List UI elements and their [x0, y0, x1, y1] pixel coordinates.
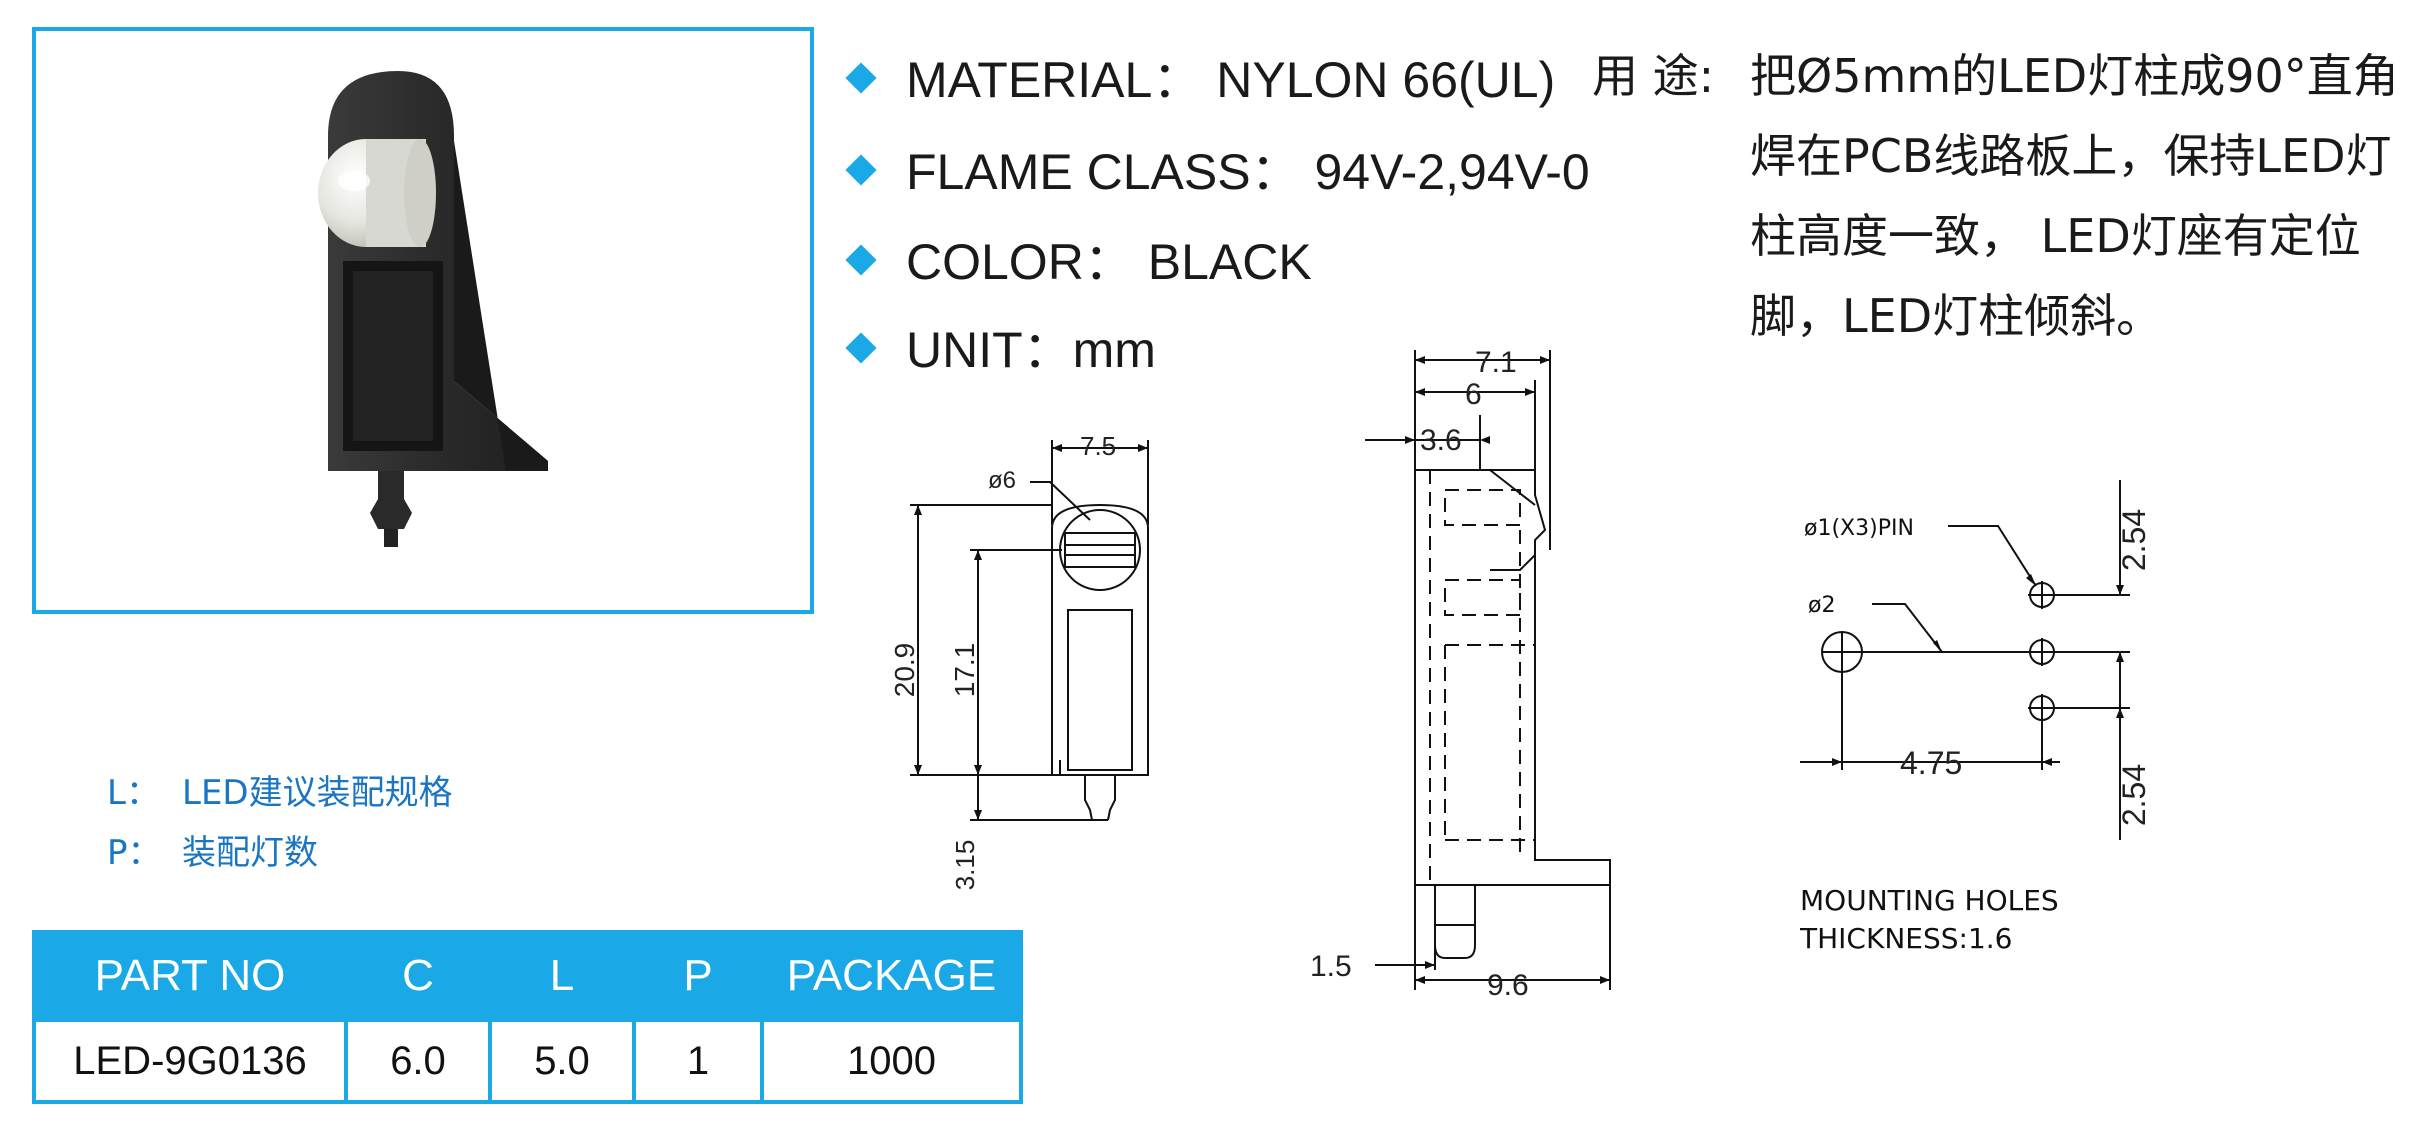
- front-pin-label: 3.15: [950, 840, 980, 891]
- diamond-bullet-icon: [845, 62, 877, 94]
- side-bottom-label: 9.6: [1487, 969, 1529, 1002]
- legend-l: L：LED建议装配规格: [107, 773, 453, 813]
- spec-label: UNIT: [906, 322, 1023, 378]
- mounting-holes-drawing: ø1(X3)PIN ø2 2.54 2.54 4.75 MOUNTING HOL…: [1800, 480, 2152, 955]
- legend-p: P：装配灯数: [107, 833, 318, 873]
- pitch-top-label: 2.54: [2116, 509, 2152, 571]
- spec-label: FLAME CLASS: [906, 144, 1251, 200]
- product-photo-frame: [32, 27, 814, 614]
- side-top1-label: 7.1: [1475, 346, 1517, 379]
- table-header-row: PART NO C L P PACKAGE: [32, 930, 1023, 1022]
- side-top3-label: 3.6: [1420, 424, 1462, 457]
- front-width-label: 7.5: [1080, 431, 1116, 461]
- side-top2-label: 6: [1465, 378, 1482, 411]
- hole-label: ø2: [1808, 593, 1835, 618]
- cell-package: 1000: [760, 1018, 1023, 1104]
- pitch-bottom-label: 2.54: [2116, 764, 2152, 826]
- offset-label: 4.75: [1900, 745, 1962, 781]
- side-view-drawing: 7.1 6 3.6 1.5 9.6: [1310, 346, 1611, 1002]
- header-c: C: [344, 930, 492, 1022]
- diamond-bullet-icon: [845, 332, 877, 364]
- spec-value: 94V-2,94V-0: [1314, 144, 1590, 200]
- front-dia-label: ø6: [988, 467, 1016, 494]
- table-row: LED-9G0136 6.0 5.0 1 1000: [32, 1018, 1023, 1104]
- usage-line: 把Ø5mm的LED灯柱成90°直角: [1750, 49, 2399, 103]
- led-holder-photo: [318, 71, 548, 547]
- header-part-no: PART NO: [32, 930, 348, 1022]
- spec-label: MATERIAL: [906, 52, 1153, 108]
- front-height-total-label: 20.9: [889, 643, 920, 698]
- usage-line: 柱高度一致， LED灯座有定位: [1750, 209, 2361, 263]
- diamond-bullet-icon: [845, 244, 877, 276]
- usage-line: 脚，LED灯柱倾斜。: [1750, 289, 2163, 343]
- front-view-drawing: 7.5 ø6 20.9 17.1 3.15: [889, 431, 1149, 891]
- spec-unit: UNIT：mm: [845, 310, 1156, 382]
- front-height-center-label: 17.1: [949, 643, 980, 698]
- diamond-bullet-icon: [845, 154, 877, 186]
- cell-part-no: LED-9G0136: [32, 1018, 348, 1104]
- spec-color: COLOR： BLACK: [845, 222, 1312, 294]
- spec-value: BLACK: [1147, 234, 1312, 290]
- side-bottom-left-label: 1.5: [1310, 950, 1352, 983]
- usage-line: 焊在PCB线路板上，保持LED灯: [1750, 129, 2392, 183]
- cell-l: 5.0: [488, 1018, 636, 1104]
- header-l: L: [488, 930, 636, 1022]
- spec-flame-class: FLAME CLASS： 94V-2,94V-0: [845, 132, 1590, 204]
- spec-label: COLOR: [906, 234, 1084, 290]
- cell-p: 1: [632, 1018, 764, 1104]
- spec-value: mm: [1072, 322, 1156, 378]
- part-table: PART NO C L P PACKAGE LED-9G0136 6.0 5.0…: [32, 930, 1023, 1104]
- mounting-note-2: THICKNESS:1.6: [1800, 922, 2012, 955]
- pin-label: ø1(X3)PIN: [1804, 516, 1914, 541]
- usage-label: 用 途:: [1592, 49, 1715, 103]
- header-package: PACKAGE: [760, 930, 1023, 1022]
- cell-c: 6.0: [344, 1018, 492, 1104]
- header-p: P: [632, 930, 764, 1022]
- spec-value: NYLON 66(UL): [1216, 52, 1556, 108]
- spec-material: MATERIAL： NYLON 66(UL): [845, 40, 1556, 112]
- mounting-note-1: MOUNTING HOLES: [1800, 884, 2059, 917]
